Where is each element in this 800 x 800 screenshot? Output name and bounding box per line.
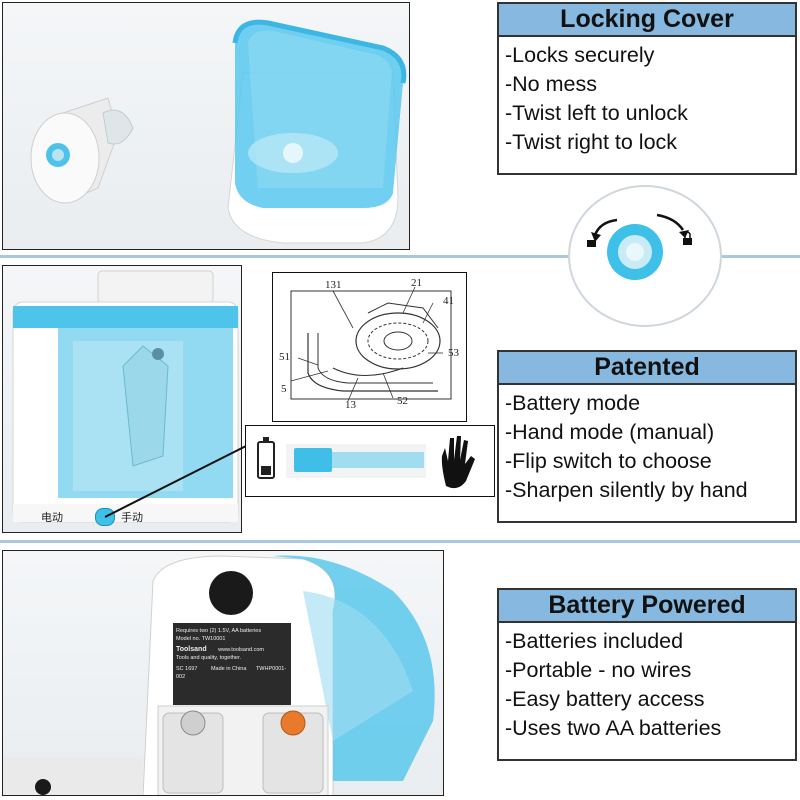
photo-front-view: 电动 手动 (2, 265, 242, 533)
lock-arrow-icon (656, 213, 685, 231)
diagram-label-131: 131 (325, 279, 342, 291)
patented-panel: Patented -Battery mode -Hand mode (manua… (497, 350, 797, 523)
locking-cover-list: -Locks securely -No mess -Twist left to … (499, 37, 795, 157)
switch-label-manual: 手动 (121, 511, 143, 524)
patented-title: Patented (499, 352, 795, 385)
switch-slider (294, 448, 332, 472)
switch-closeup (245, 425, 495, 497)
diagram-label-13: 13 (345, 399, 356, 411)
list-item: -Sharpen silently by hand (505, 478, 748, 502)
switch-label-electric: 电动 (41, 511, 63, 524)
patent-diagram: 131 21 41 51 53 5 13 52 (272, 272, 467, 422)
list-item: -No mess (505, 72, 597, 96)
diagram-label-5: 5 (281, 383, 287, 395)
diagram-label-53: 53 (448, 347, 459, 359)
patented-list: -Battery mode -Hand mode (manual) -Flip … (499, 385, 795, 505)
lock-icon (683, 238, 692, 245)
locking-cover-title: Locking Cover (499, 4, 795, 37)
separator-top (0, 255, 800, 258)
list-item: -Twist left to unlock (505, 101, 688, 125)
device-info-label (173, 623, 291, 705)
battery-powered-title: Battery Powered (499, 590, 795, 623)
separator-bottom (0, 540, 800, 543)
speaker-icon (209, 571, 253, 615)
battery-powered-panel: Battery Powered -Batteries included -Por… (497, 588, 797, 761)
diagram-label-21: 21 (411, 277, 422, 289)
list-item: -Portable - no wires (505, 658, 692, 682)
pointer-line (104, 444, 249, 518)
battery-powered-list: -Batteries included -Portable - no wires… (499, 623, 795, 743)
list-item: -Twist right to lock (505, 130, 678, 154)
hand-icon (441, 436, 475, 489)
battery-orange-icon (280, 710, 306, 736)
unlock-icon (587, 240, 596, 247)
lock-dial (565, 180, 725, 330)
photo-battery-compartment: Requires two (2) 1.5V, AA batteries Mode… (2, 550, 444, 796)
battery-silver-icon (180, 710, 206, 736)
locking-cover-panel: Locking Cover -Locks securely -No mess -… (497, 2, 797, 175)
brand-text: Toolsand (176, 646, 207, 653)
sharpener-body-icon (227, 19, 407, 244)
photo-locking-cover (2, 2, 410, 250)
diagram-label-52: 52 (397, 395, 408, 407)
list-item: -Hand mode (manual) (505, 420, 715, 444)
sharpener-cover-illustration (30, 19, 407, 244)
list-item: -Uses two AA batteries (505, 716, 722, 740)
battery-icon (257, 437, 275, 479)
list-item: -Flip switch to choose (505, 449, 712, 473)
cover-lid-icon (30, 97, 134, 204)
diagram-label-41: 41 (443, 295, 454, 307)
list-item: -Batteries included (505, 629, 684, 653)
list-item: -Easy battery access (505, 687, 705, 711)
diagram-label-51: 51 (279, 351, 290, 363)
list-item: -Battery mode (505, 391, 641, 415)
device-info-text: Requires two (2) 1.5V, AA batteries Mode… (176, 628, 287, 680)
unlock-arrow-icon (593, 218, 618, 236)
list-item: -Locks securely (505, 43, 655, 67)
